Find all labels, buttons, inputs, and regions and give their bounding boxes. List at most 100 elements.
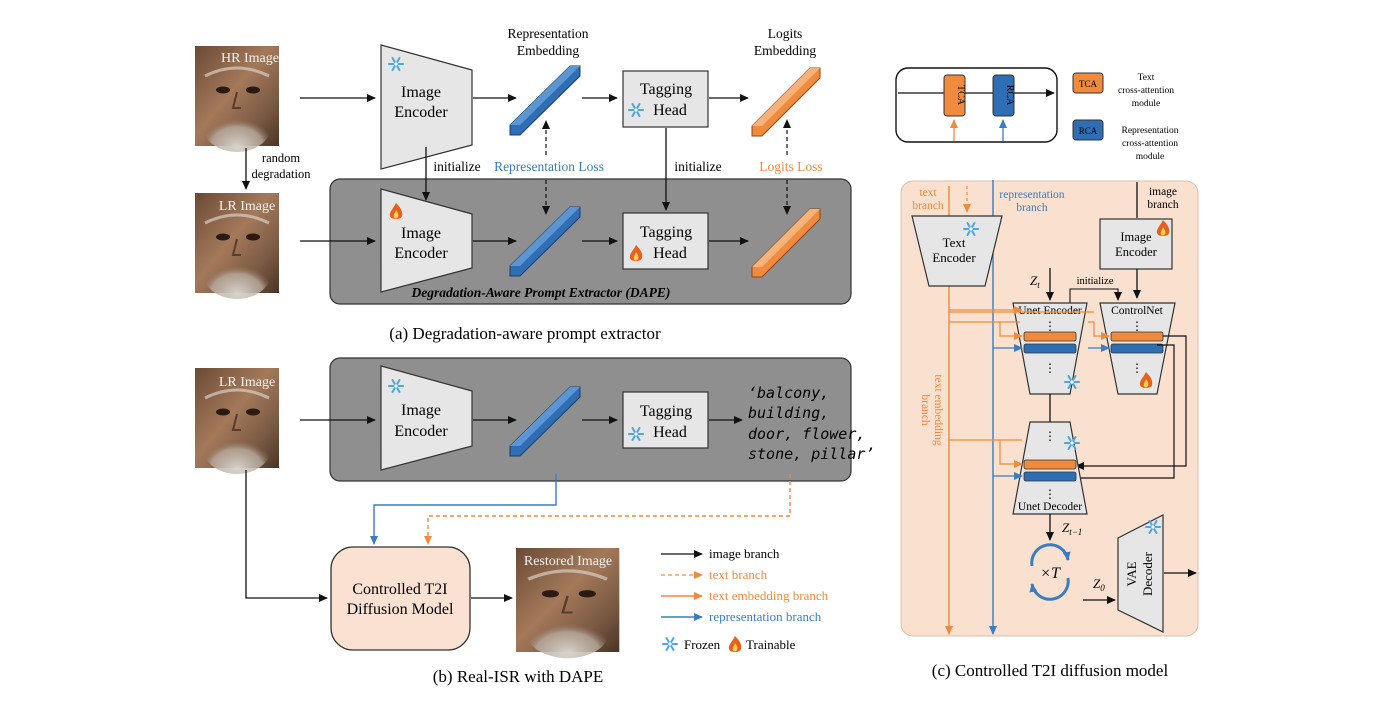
image-encoder-label: Image bbox=[401, 402, 441, 419]
controlled-t2i-model: Controlled T2I Diffusion Model bbox=[330, 546, 471, 651]
tca-legend-label: TCA bbox=[1079, 79, 1098, 89]
times-t-label: ×T bbox=[1040, 565, 1061, 582]
module-legend: TCA RCA TCA Text cross-attention module … bbox=[895, 67, 1179, 162]
text-encoder: Text Encoder bbox=[911, 215, 1003, 287]
rca-block bbox=[1110, 343, 1164, 354]
text-encoder-label-2: Encoder bbox=[932, 250, 976, 265]
controlled-label: Controlled T2I bbox=[352, 581, 447, 598]
legend-representation-branch: representation branch bbox=[709, 609, 822, 624]
panel-a: HR Image LR Image random degradation Ima… bbox=[193, 26, 852, 343]
legend-image-branch: image branch bbox=[709, 546, 780, 561]
representation-loss-label: Representation Loss bbox=[494, 159, 604, 174]
ellipsis: ⋮ bbox=[1044, 487, 1056, 501]
controlnet: ControlNet ⋮ ⋮ bbox=[1099, 302, 1176, 395]
zt-label: Zt bbox=[1030, 273, 1040, 290]
random-degradation-label: random bbox=[262, 151, 300, 165]
legend-frozen: Frozen bbox=[684, 637, 721, 652]
z0-label: Z0 bbox=[1093, 576, 1105, 593]
unet-decoder-label: Unet Decoder bbox=[1018, 501, 1082, 513]
logits-loss-label: Logits Loss bbox=[759, 159, 822, 174]
ellipsis: ⋮ bbox=[1044, 361, 1056, 375]
text-encoder-label: Text bbox=[943, 235, 966, 250]
hr-image-label: HR Image bbox=[221, 51, 279, 66]
rca-legend-label: RCA bbox=[1079, 126, 1098, 136]
tca-desc: Text bbox=[1138, 73, 1155, 83]
representation-embedding-b bbox=[509, 386, 581, 457]
representation-embedding-label: Representation bbox=[508, 26, 589, 41]
tca-desc-2: cross-attention bbox=[1118, 86, 1174, 96]
lr-image-label: LR Image bbox=[219, 199, 275, 214]
tca-block bbox=[1110, 331, 1164, 342]
tagging-label: Tagging bbox=[640, 81, 692, 98]
logits-embedding-top bbox=[751, 67, 821, 137]
zt1-label: Zt−1 bbox=[1062, 520, 1082, 537]
snowflake-icon bbox=[662, 637, 678, 651]
image-branch-label-2: branch bbox=[1147, 199, 1179, 211]
image-encoder-bottom: Image Encoder bbox=[380, 188, 473, 293]
tagging-head-b: Tagging Head bbox=[622, 391, 709, 449]
tca-desc-3: module bbox=[1132, 99, 1161, 109]
legend-text-branch: text branch bbox=[709, 567, 768, 582]
panel-c: TCA RCA TCA Text cross-attention module … bbox=[895, 67, 1199, 680]
hr-image: HR Image bbox=[193, 44, 281, 154]
representation-embedding-top bbox=[509, 65, 581, 136]
initialize-label: initialize bbox=[433, 159, 480, 174]
tagging-head-bottom: Tagging Head bbox=[622, 212, 709, 270]
image-encoder-c: Image Encoder bbox=[1099, 218, 1173, 270]
rca-desc: Representation bbox=[1122, 126, 1179, 136]
image-encoder-label: Image bbox=[1120, 230, 1152, 244]
tag-line: ‘balcony, bbox=[748, 384, 829, 402]
representation-embedding-label-2: Embedding bbox=[517, 43, 579, 58]
tag-output: ‘balcony, building, door, flower, stone,… bbox=[748, 384, 874, 463]
unet-encoder-label: Unet Encoder bbox=[1018, 305, 1082, 317]
tca-block bbox=[1023, 459, 1077, 470]
ellipsis: ⋮ bbox=[1131, 361, 1143, 375]
tca-block-label: TCA bbox=[955, 85, 966, 106]
text-branch-label-2: branch bbox=[912, 200, 944, 212]
head-label: Head bbox=[653, 424, 687, 441]
image-encoder-label-2: Encoder bbox=[394, 245, 448, 262]
text-embedding-branch-label-2: branch bbox=[919, 394, 931, 426]
legend-text-embedding-branch: text embedding branch bbox=[709, 588, 829, 603]
caption-b: (b) Real-ISR with DAPE bbox=[433, 667, 603, 686]
initialize-label-2: initialize bbox=[674, 159, 721, 174]
flame-icon bbox=[728, 636, 742, 652]
logits-embedding-label: Logits bbox=[768, 26, 803, 41]
lr-image: LR Image bbox=[193, 191, 281, 301]
lr-image-b: LR Image bbox=[193, 366, 281, 476]
tagging-label: Tagging bbox=[640, 403, 692, 420]
head-label: Head bbox=[653, 245, 687, 262]
vae-decoder: VAE Decoder bbox=[1117, 514, 1164, 633]
tag-line: stone, pillar’ bbox=[748, 445, 874, 463]
image-encoder-label-2: Encoder bbox=[394, 104, 448, 121]
decoder-label: Decoder bbox=[1140, 551, 1155, 596]
representation-branch-label: representation bbox=[999, 189, 1064, 201]
tagging-head-top: Tagging Head bbox=[622, 70, 709, 128]
tca-block bbox=[1023, 331, 1077, 342]
unet-encoder: Unet Encoder ⋮ ⋮ bbox=[1012, 302, 1088, 395]
dape-label: Degradation-Aware Prompt Extractor (DAPE… bbox=[411, 285, 671, 300]
logits-embedding-label-2: Embedding bbox=[754, 43, 816, 58]
vae-label: VAE bbox=[1124, 561, 1139, 586]
controlled-label-2: Diffusion Model bbox=[347, 601, 454, 618]
rca-block bbox=[1023, 343, 1077, 354]
head-label: Head bbox=[653, 102, 687, 119]
lr-image-label: LR Image bbox=[219, 375, 275, 390]
text-embedding-branch-label: text embedding bbox=[932, 374, 944, 445]
tag-line: building, bbox=[748, 404, 829, 422]
loop-icon: ×T bbox=[1029, 543, 1071, 601]
initialize-label: initialize bbox=[1077, 276, 1114, 287]
logits-embedding-bottom bbox=[751, 208, 821, 278]
image-encoder-label: Image bbox=[401, 225, 441, 242]
legend: image branch text branch text embedding … bbox=[661, 546, 829, 652]
tag-line: door, flower, bbox=[748, 425, 865, 443]
restored-image-label: Restored Image bbox=[524, 554, 612, 569]
image-encoder-label-2: Encoder bbox=[1115, 245, 1157, 259]
rca-desc-3: module bbox=[1136, 152, 1165, 162]
ellipsis: ⋮ bbox=[1044, 429, 1056, 443]
ellipsis: ⋮ bbox=[1131, 319, 1143, 333]
image-encoder-label: Image bbox=[401, 84, 441, 101]
tagging-label: Tagging bbox=[640, 224, 692, 241]
